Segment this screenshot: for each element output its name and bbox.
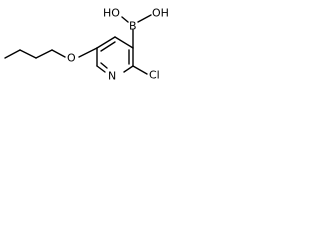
c5-chlorine-bond [132, 65, 148, 75]
propyl-bond-4 [51, 49, 66, 58]
chlorine-label: Cl [149, 69, 160, 82]
ring-bond-c2-c3 [96, 36, 116, 49]
boron-label: B [129, 20, 137, 33]
ring-bond-n-c2 [96, 65, 106, 73]
propyl-bond-2 [19, 49, 37, 59]
ring-double-bond-1 [100, 41, 116, 52]
ring-double-bond-3 [100, 62, 108, 69]
hydroxyl-left-label: HO [103, 7, 120, 20]
propyl-bond-1 [4, 49, 21, 59]
ring-bond-c3-c4 [114, 36, 134, 49]
ring-bond-c5-c6 [123, 65, 134, 73]
ring-nitrogen-label: N [108, 70, 116, 83]
propyl-bond-3 [35, 49, 53, 59]
hydroxyl-right-label: OH [152, 7, 169, 20]
ether-oxygen-label: O [67, 52, 76, 65]
boron-oh-left-bond [121, 16, 129, 23]
boron-oh-right-bond [137, 14, 152, 23]
molecule-structure-diagram: B OH HO Cl O N [4, 7, 169, 83]
ether-bond [78, 47, 98, 58]
